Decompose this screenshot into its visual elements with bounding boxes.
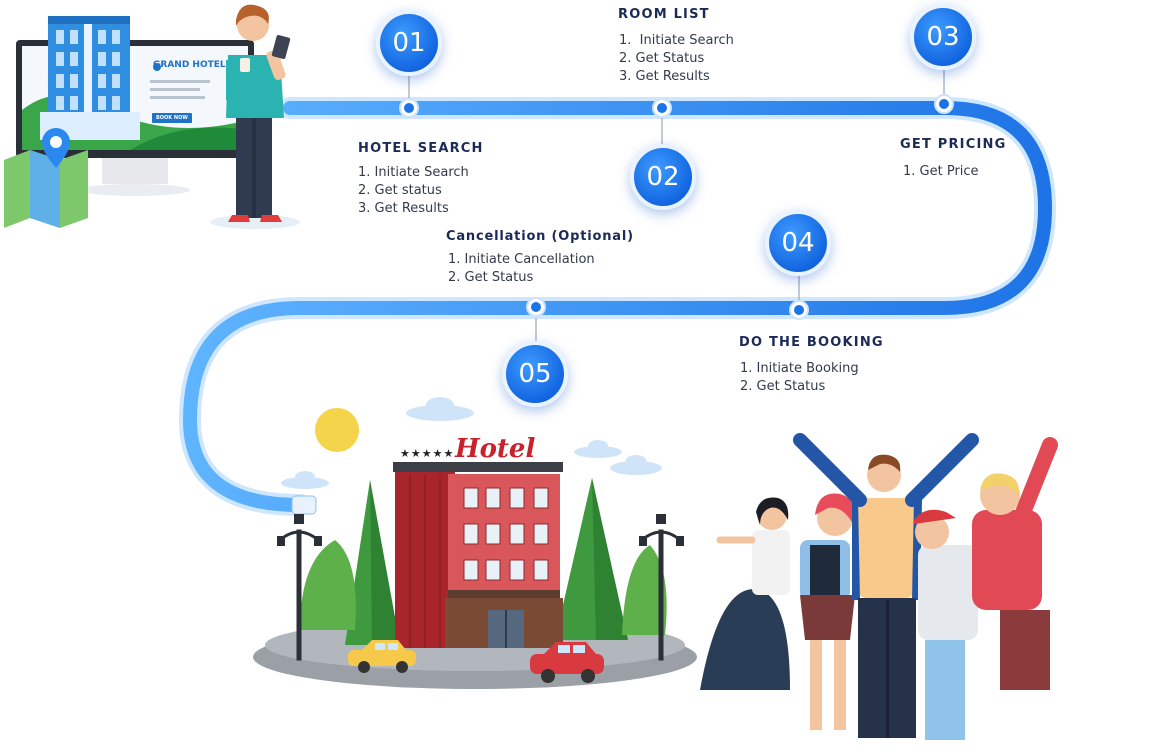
step-04-item: 2. Get Status [740,379,826,394]
flow-path [178,97,1057,516]
step-02-item: 2. Get Status [619,51,705,66]
step-02-item: 1. Initiate Search [619,33,734,48]
hotel-stars: ★★★★★ [400,447,455,460]
book-now-button: BOOK NOW [152,113,192,123]
step-05-title: Cancellation (Optional) [446,229,634,244]
path-end-cap [291,495,317,515]
badge-connectors [408,68,945,343]
step-04-title: DO THE BOOKING [739,335,884,350]
street-lamp-icon [277,514,684,661]
step-05-item: 2. Get Status [448,270,534,285]
step-01-list: 1. Initiate Search 2. Get status 3. Get … [358,164,469,218]
sun-icon [315,408,359,452]
step-03-badge: 03 [910,4,976,70]
step-04-badge: 04 [765,210,831,276]
cloud-icon [281,397,662,489]
step-01-item: 1. Initiate Search [358,165,469,180]
step-03-item: 1. Get Price [903,164,979,179]
man-with-phone-illustration [210,4,300,229]
step-02-item: 3. Get Results [619,69,710,84]
step-03-title: GET PRICING [900,137,1007,152]
hotel-building-illustration [393,462,563,648]
step-01-badge: 01 [376,10,442,76]
happy-people-illustration [700,433,1058,740]
map-pin-icon [4,127,88,228]
step-02-badge: 02 [630,144,696,210]
step-02-list: 1. Initiate Search 2. Get Status 3. Get … [619,32,734,86]
car-icon [348,640,604,683]
step-04-item: 1. Initiate Booking [740,361,859,376]
step-01-item: 2. Get status [358,183,442,198]
step-01-item: 3. Get Results [358,201,449,216]
step-05-list: 1. Initiate Cancellation 2. Get Status [448,251,595,287]
step-03-list: 1. Get Price [903,163,979,181]
monitor-hotel-title: GRAND HOTEL [153,60,226,70]
hotel-sign: Hotel [455,434,536,464]
step-04-list: 1. Initiate Booking 2. Get Status [740,360,859,396]
step-05-badge: 05 [502,341,568,407]
step-02-title: ROOM LIST [618,7,710,22]
tree-icon [300,478,667,645]
step-01-title: HOTEL SEARCH [358,141,484,156]
step-05-item: 1. Initiate Cancellation [448,252,595,267]
path-dots [399,94,954,320]
